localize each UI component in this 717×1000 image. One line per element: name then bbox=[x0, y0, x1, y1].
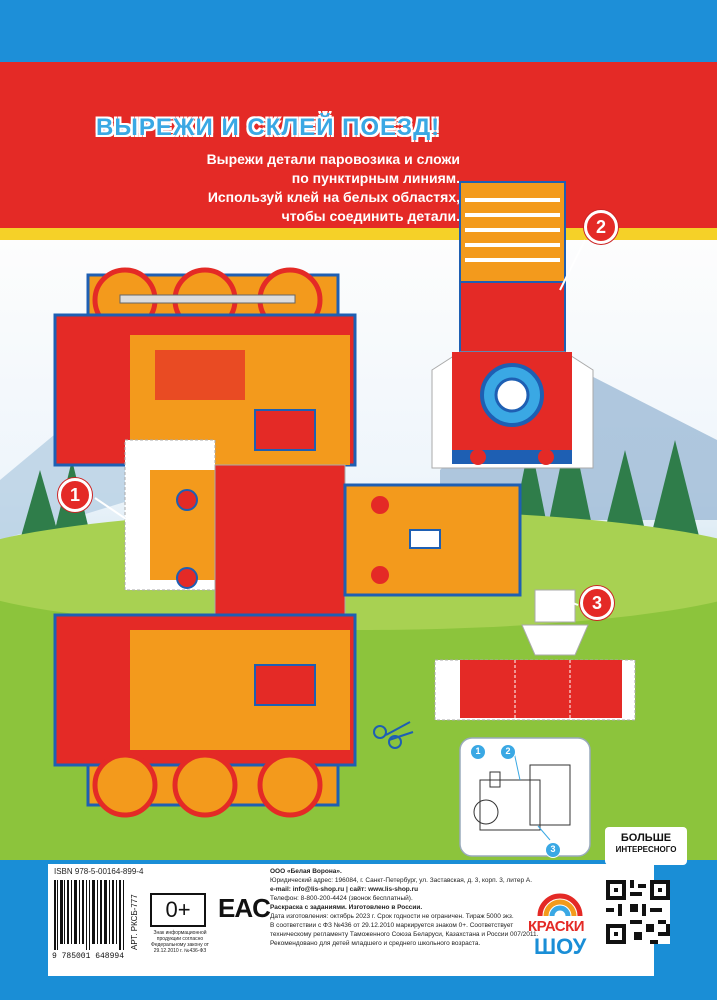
qr-code-icon[interactable] bbox=[606, 880, 670, 944]
top-band bbox=[0, 0, 717, 62]
legal-line: ООО «Белая Ворона». bbox=[270, 868, 342, 875]
assembly-diagram bbox=[459, 737, 591, 857]
scissors-icon bbox=[373, 721, 414, 749]
legal-text: ООО «Белая Ворона». Юридический адрес: 1… bbox=[270, 867, 539, 948]
article-number: АРТ. РКСБ-777 bbox=[130, 894, 139, 950]
piece-2-cabin bbox=[431, 181, 594, 469]
brand-bottom: ШОУ bbox=[534, 934, 587, 959]
legal-line: Юридический адрес: 196084, г. Санкт-Пете… bbox=[270, 877, 533, 884]
rainbow-icon bbox=[537, 893, 583, 917]
more-line-2: ИНТЕРЕСНОГО bbox=[615, 845, 677, 854]
age-rating-note: Знак информационной продукции согласно Ф… bbox=[151, 930, 209, 954]
brand-logo[interactable]: КРАСКИ ШОУ bbox=[522, 888, 598, 960]
marker-1: 1 bbox=[58, 478, 92, 512]
assembly-label-2: 2 bbox=[500, 744, 516, 760]
assembly-label-1: 1 bbox=[470, 744, 486, 760]
legal-line: Телефон: 8-800-200-4424 (звонок бесплатн… bbox=[270, 895, 413, 902]
eac-mark: EAC bbox=[218, 893, 271, 923]
instruction-line: Используй клей на белых областях, bbox=[207, 189, 460, 205]
piece-3-chimney bbox=[434, 589, 636, 721]
isbn: ISBN 978-5-00164-899-4 bbox=[54, 867, 144, 876]
instructions: Вырежи детали паровозика и сложи по пунк… bbox=[130, 150, 460, 226]
legal-line: техническому регламенту Таможенного Союз… bbox=[270, 931, 539, 938]
more-interesting-badge[interactable]: БОЛЬШЕ ИНТЕРЕСНОГО bbox=[605, 827, 687, 865]
marker-3: 3 bbox=[580, 586, 614, 620]
legal-panel bbox=[48, 864, 654, 976]
assembly-label-3: 3 bbox=[545, 842, 561, 858]
page-title: ВЫРЕЖИ И СКЛЕЙ ПОЕЗД! bbox=[96, 114, 441, 141]
legal-line: В соответствии с ФЗ №436 от 29.12.2010 м… bbox=[270, 922, 514, 929]
legal-line: e-mail: info@lis-shop.ru | сайт: www.lis… bbox=[270, 886, 419, 893]
legal-line: Дата изготовления: октябрь 2023 г. Срок … bbox=[270, 913, 514, 920]
legal-line: Раскраска с заданиями. Изготовлено в Рос… bbox=[270, 904, 423, 911]
piece-1-body bbox=[53, 267, 522, 818]
brand-top: КРАСКИ bbox=[528, 918, 585, 935]
barcode-number: 9 785001 648994 bbox=[52, 952, 125, 961]
instruction-line: Вырежи детали паровозика и сложи bbox=[206, 151, 460, 167]
barcode-icon bbox=[54, 880, 124, 950]
instruction-line: чтобы соединить детали. bbox=[281, 208, 460, 224]
legal-line: Рекомендовано для детей младшего и средн… bbox=[270, 940, 481, 947]
instruction-line: по пунктирным линиям. bbox=[291, 170, 460, 186]
more-line-1: БОЛЬШЕ bbox=[620, 832, 672, 844]
marker-2: 2 bbox=[584, 210, 618, 244]
age-rating: 0+ bbox=[150, 893, 206, 927]
